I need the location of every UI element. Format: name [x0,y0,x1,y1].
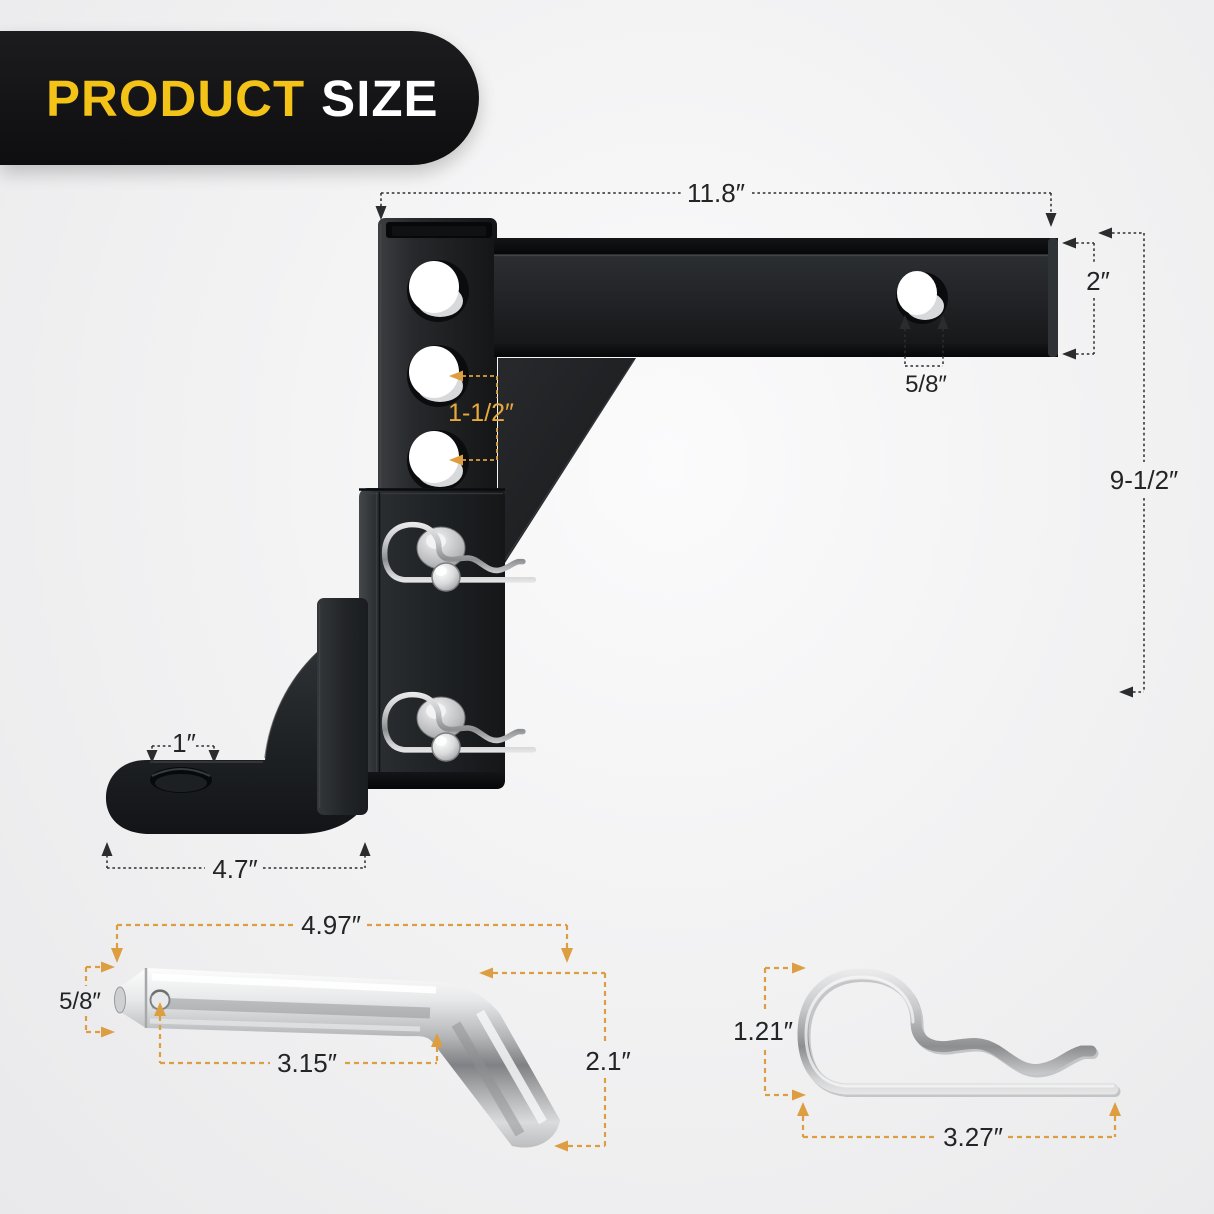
dim-clip-height: 1.21″ [733,962,806,1101]
dim-ball-hole-diameter: 1″ [146,728,220,763]
adjustment-hole-3 [407,430,469,492]
adjustment-hole-2 [407,345,469,407]
dim-label-ball-hole: 1″ [172,728,196,758]
r-clip [797,968,1121,1097]
dim-label-hole-spacing: 1-1/2″ [448,399,514,427]
dim-hole-spacing: 1-1/2″ [448,370,514,466]
hitch-pin [114,968,560,1148]
slider-channel [359,488,505,789]
title-secondary: SIZE [321,69,439,127]
dim-shank-length: 11.8″ [375,178,1057,227]
dim-label-receiver-height: 2″ [1086,266,1110,296]
dim-receiver-height: 2″ [1062,237,1110,360]
dim-label-pin-diameter: 5/8″ [59,988,101,1015]
gusset-plate [498,358,636,566]
title-badge: PRODUCT SIZE [0,31,479,165]
shank-bar [494,238,1058,357]
title-primary: PRODUCT [46,69,306,127]
retaining-clip-installed [381,521,537,592]
dim-label-clip-length: 3.27″ [943,1122,1003,1152]
ball-mount-plate [317,598,368,815]
dim-label-pin-hole: 5/8″ [905,371,947,398]
adjustment-hole-1 [407,260,469,322]
dim-label-shank-length: 11.8″ [687,178,745,208]
dim-mount-length: 4.7″ [101,842,371,884]
ball-mount [105,598,368,834]
dim-pin-diameter: 5/8″ [59,961,115,1038]
ball-hole [150,767,212,793]
dim-drop-height: 9-1/2″ [1098,227,1178,698]
dim-label-pin-length: 4.97″ [301,910,361,940]
dim-label-drop-height: 9-1/2″ [1110,465,1178,495]
dim-pin-usable-length: 3.15″ [154,1002,443,1078]
bar-pin-hole [896,271,948,324]
dim-label-clip-height: 1.21″ [733,1016,793,1046]
dim-label-mount-length: 4.7″ [212,854,257,884]
dim-clip-length: 3.27″ [797,1102,1121,1152]
dim-label-pin-bend: 2.1″ [585,1046,630,1076]
dim-pin-bend-height: 2.1″ [479,967,631,1152]
dim-pin-overall-length: 4.97″ [111,910,573,963]
dim-pin-hole-diameter: 5/8″ [899,315,949,398]
dim-label-pin-usable: 3.15″ [277,1048,337,1078]
